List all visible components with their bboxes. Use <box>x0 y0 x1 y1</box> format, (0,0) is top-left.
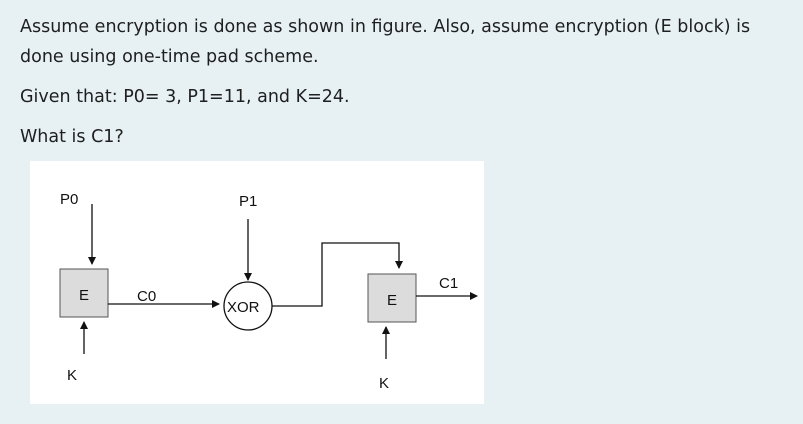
c0-label: C0 <box>137 288 156 305</box>
p0-label: P0 <box>60 191 78 208</box>
e-block-right <box>367 273 417 323</box>
question-line-1: Assume encryption is done as shown in fi… <box>20 17 751 37</box>
given-text: Given that: P0= 3, P1=11, and K=24. <box>20 87 350 107</box>
xor-label: XOR <box>227 299 260 316</box>
question-text: Assume encryption is done as shown in fi… <box>20 12 750 72</box>
ask-text: What is C1? <box>20 127 124 147</box>
e-right-label: E <box>387 292 397 309</box>
question-line-2: done using one-time pad scheme. <box>20 47 319 67</box>
e-block-left <box>59 268 109 318</box>
diagram-svg: P0 E K C0 P1 XOR E C1 K <box>59 191 478 392</box>
xor-output-path <box>272 242 403 307</box>
p1-label: P1 <box>239 193 257 210</box>
k-left-label: K <box>67 367 77 384</box>
c1-label: C1 <box>439 275 458 292</box>
e-left-label: E <box>79 287 89 304</box>
k-right-label: K <box>379 375 389 392</box>
encryption-diagram: P0 E K C0 P1 XOR E C1 K <box>30 161 484 404</box>
